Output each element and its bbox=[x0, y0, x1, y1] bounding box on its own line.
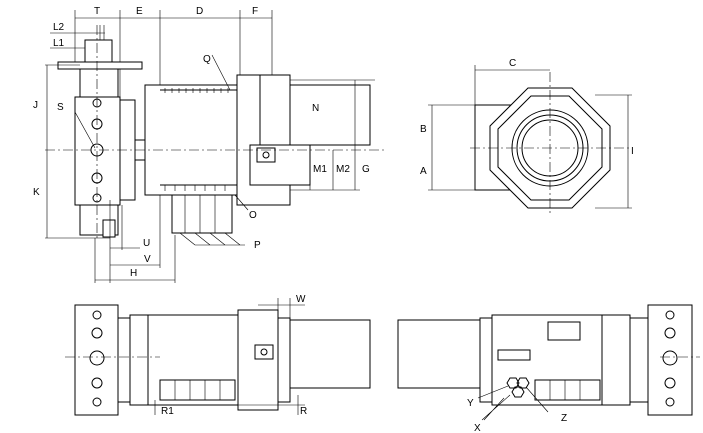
label-X: X bbox=[474, 423, 481, 433]
label-I: I bbox=[631, 146, 634, 157]
label-D: D bbox=[196, 6, 203, 17]
label-V: V bbox=[144, 254, 151, 265]
label-Y: Y bbox=[467, 398, 474, 409]
dimension-labels: T E D F L2 L1 Q J S N M1 M2 G K O U V H … bbox=[33, 6, 634, 433]
label-C: C bbox=[509, 58, 516, 69]
label-G: G bbox=[362, 164, 370, 175]
front-view bbox=[45, 10, 385, 283]
label-Q: Q bbox=[203, 54, 211, 65]
top-view-left bbox=[65, 298, 371, 416]
label-J: J bbox=[33, 100, 38, 111]
label-W: W bbox=[296, 294, 306, 305]
label-A: A bbox=[420, 166, 427, 177]
label-M2: M2 bbox=[336, 164, 350, 175]
label-R: R bbox=[300, 406, 307, 417]
label-L1: L1 bbox=[53, 38, 65, 49]
label-F: F bbox=[252, 6, 258, 17]
label-O: O bbox=[249, 210, 257, 221]
label-M1: M1 bbox=[313, 164, 327, 175]
label-K: K bbox=[33, 187, 40, 198]
top-view-right bbox=[397, 304, 700, 421]
label-P: P bbox=[254, 240, 261, 251]
label-R1: R1 bbox=[161, 406, 174, 417]
label-S: S bbox=[57, 102, 64, 113]
label-L2: L2 bbox=[53, 22, 65, 33]
label-Z: Z bbox=[561, 413, 567, 424]
label-U: U bbox=[143, 238, 150, 249]
label-B: B bbox=[420, 124, 427, 135]
label-T: T bbox=[94, 6, 100, 17]
label-E: E bbox=[136, 6, 143, 17]
label-H: H bbox=[130, 268, 137, 279]
side-view bbox=[428, 65, 632, 215]
label-N: N bbox=[312, 103, 319, 114]
